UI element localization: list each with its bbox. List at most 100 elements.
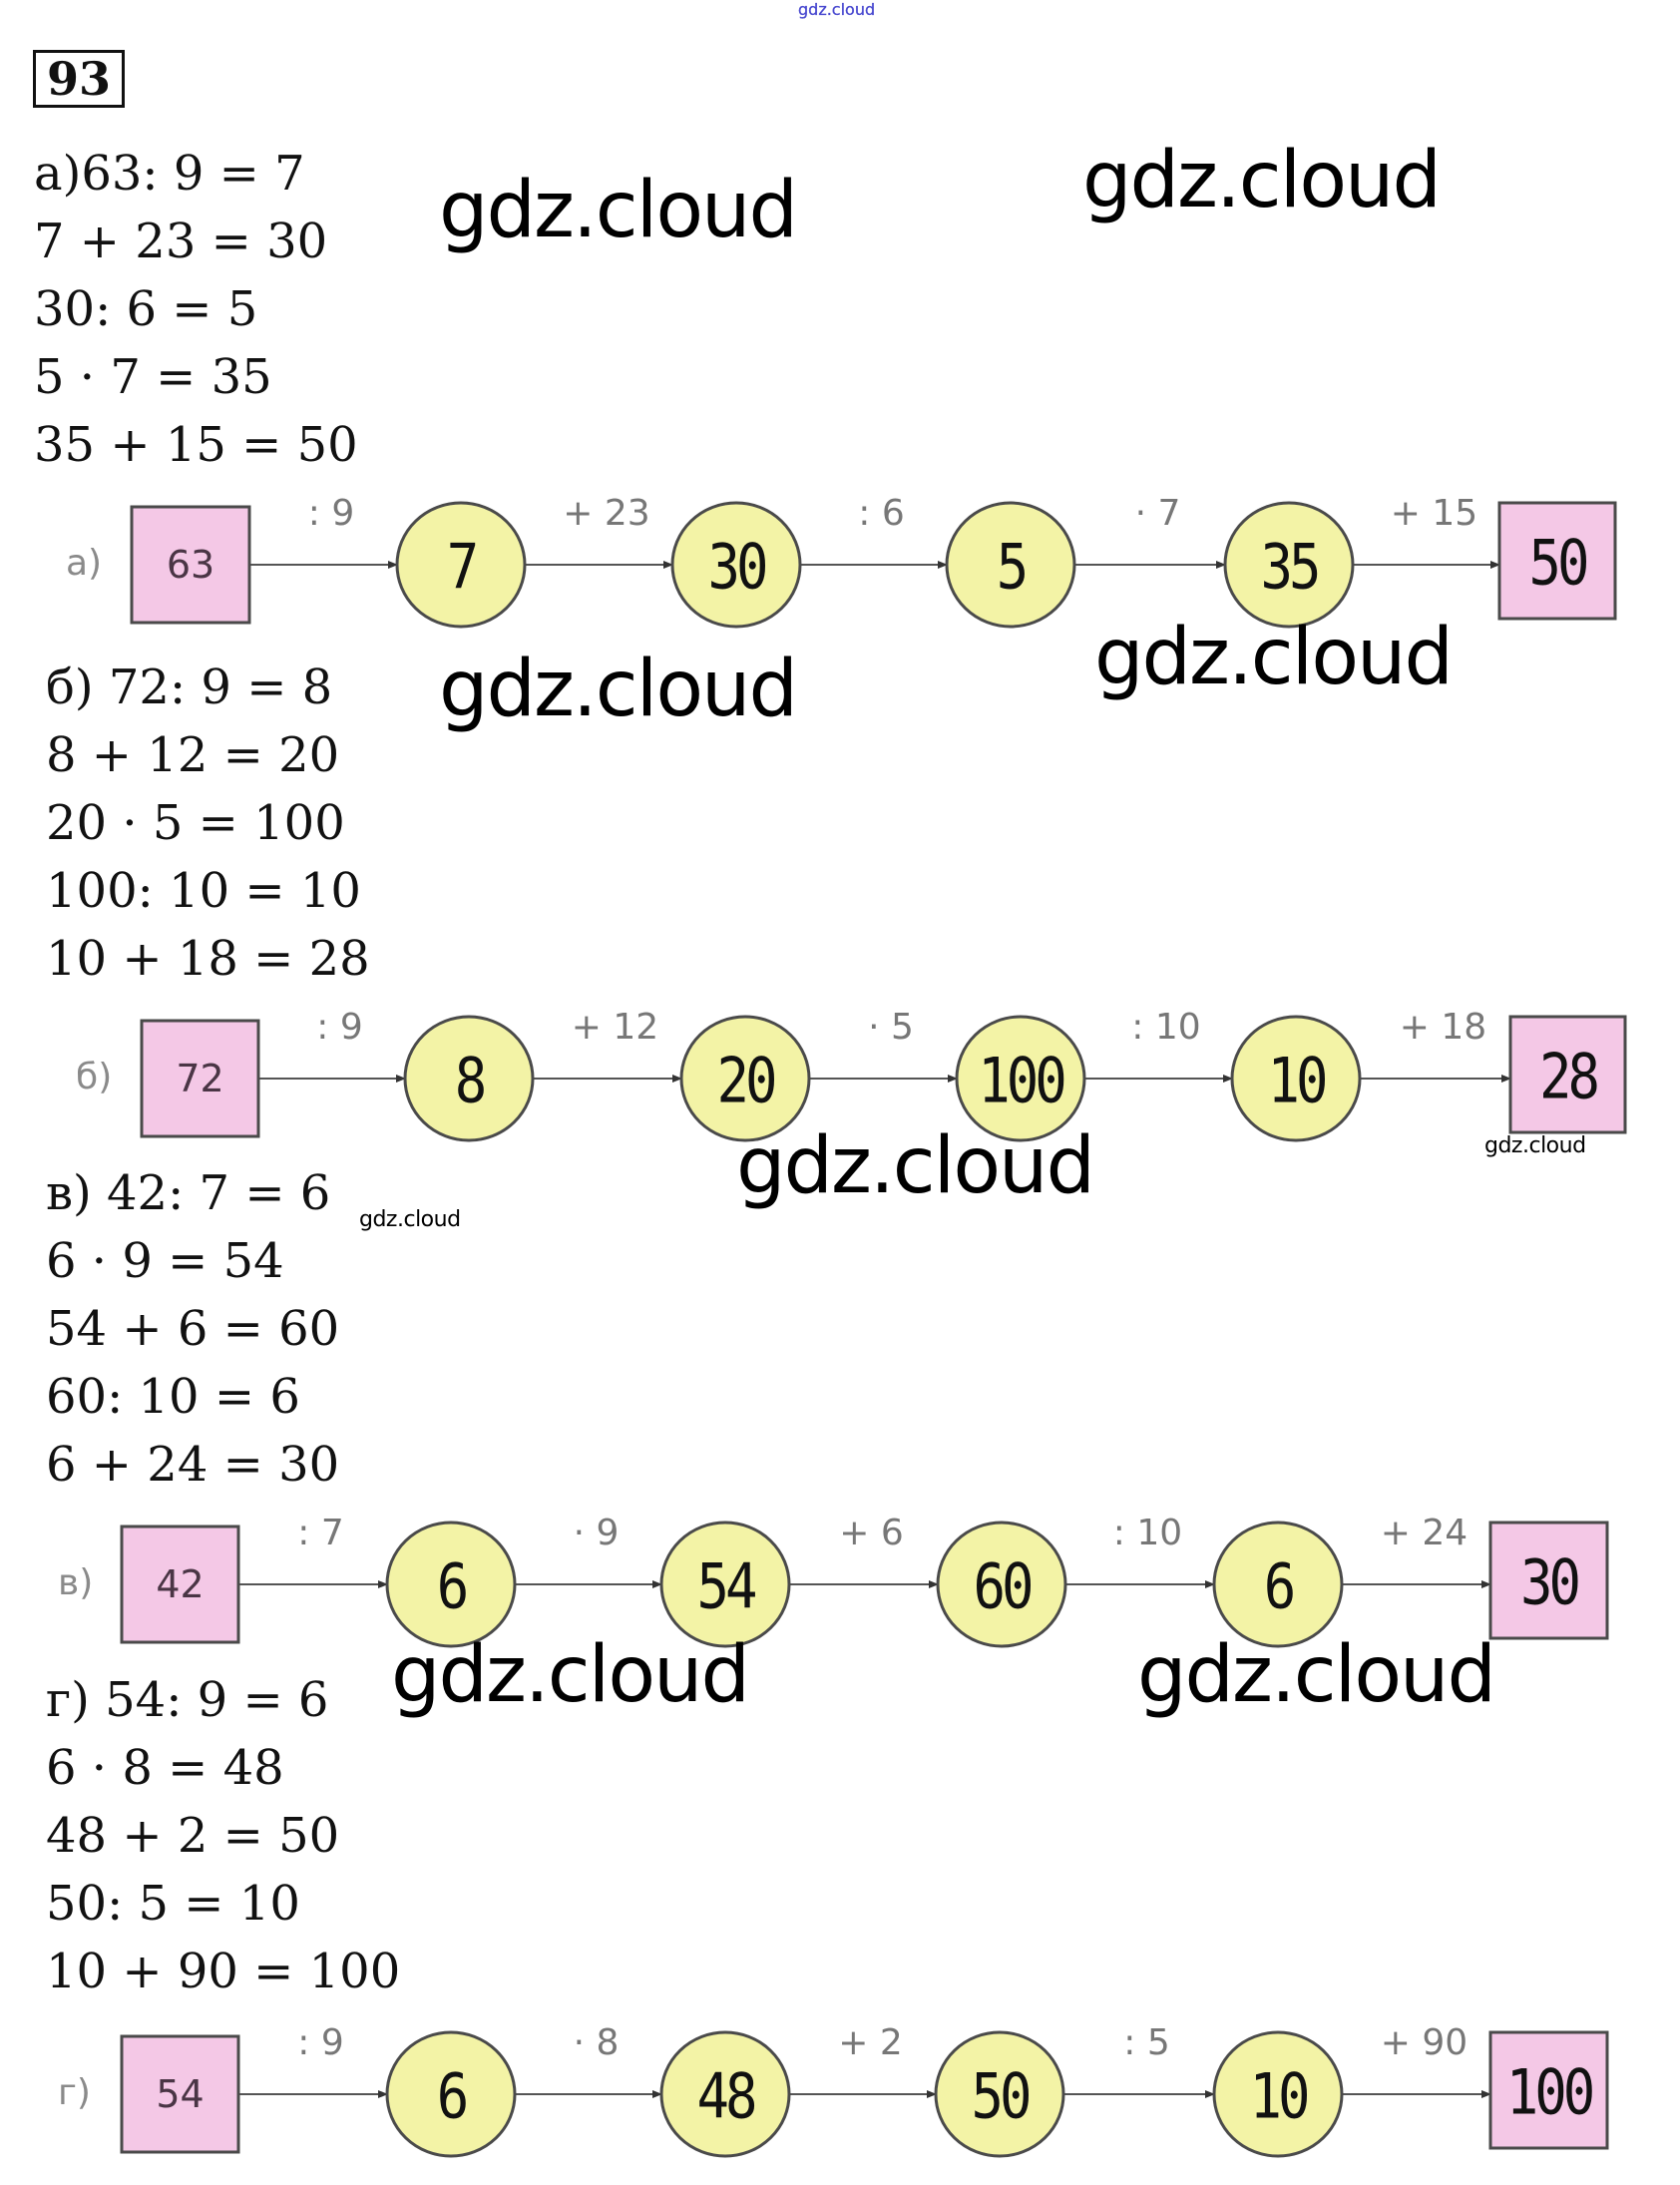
operation-label: · 5 <box>868 1007 914 1048</box>
result-box <box>1497 501 1617 621</box>
equation-line: 6 + 24 = 30 <box>46 1437 340 1493</box>
equation-line: 60: 10 = 6 <box>46 1369 300 1425</box>
intermediate-value: 60 <box>973 1549 1034 1623</box>
intermediate-value: 8 <box>454 1044 487 1117</box>
equation-line: а)63: 9 = 7 <box>34 146 305 202</box>
result-value: 100 <box>1505 2055 1596 2129</box>
diagram-graphics <box>120 2030 1609 2158</box>
watermark: gdz.cloud <box>736 1121 1095 1211</box>
operation-label: : 10 <box>1112 1513 1183 1553</box>
operation-label: + 6 <box>839 1513 904 1553</box>
intermediate-value: 5 <box>996 530 1029 604</box>
intermediate-value: 50 <box>971 2059 1032 2133</box>
result-value: 50 <box>1528 526 1589 600</box>
equation-line: 6 · 9 = 54 <box>46 1233 284 1289</box>
watermark: gdz.cloud <box>439 645 798 734</box>
equation-line: 10 + 90 = 100 <box>46 1944 401 1999</box>
operation-label: : 6 <box>858 493 905 534</box>
diagram-graphics <box>140 1015 1627 1142</box>
start-value: 42 <box>156 1562 205 1606</box>
top-watermark: gdz.cloud <box>798 0 876 19</box>
intermediate-circle <box>955 1015 1086 1142</box>
row-label: а) <box>66 543 103 584</box>
operation-label: + 24 <box>1380 1513 1469 1553</box>
intermediate-value: 20 <box>716 1044 777 1117</box>
equation-line: 8 + 12 = 20 <box>46 727 340 783</box>
intermediate-circle <box>679 1015 811 1142</box>
result-value: 28 <box>1538 1040 1600 1113</box>
intermediate-circle <box>385 2030 517 2158</box>
result-value: 30 <box>1519 1545 1581 1619</box>
equation-line: 7 + 23 = 30 <box>34 214 328 269</box>
intermediate-circle <box>659 2030 791 2158</box>
equation-line: 20 · 5 = 100 <box>46 795 345 851</box>
watermark: gdz.cloud <box>1094 613 1454 702</box>
operation-label: + 18 <box>1399 1007 1487 1048</box>
start-value: 54 <box>156 2072 205 2116</box>
equation-line: 35 + 15 = 50 <box>34 417 358 473</box>
equation-line: б) 72: 9 = 8 <box>46 659 333 715</box>
intermediate-circle <box>1230 1015 1362 1142</box>
operation-label: : 10 <box>1131 1007 1201 1048</box>
operation-label: · 7 <box>1134 493 1181 534</box>
equation-line: 100: 10 = 10 <box>46 863 361 919</box>
start-box <box>140 1019 260 1138</box>
intermediate-value: 48 <box>696 2059 757 2133</box>
equation-line: 54 + 6 = 60 <box>46 1301 340 1357</box>
equation-line: 5 · 7 = 35 <box>34 349 272 405</box>
operation-label: : 9 <box>316 1007 363 1048</box>
intermediate-circle <box>936 1521 1067 1648</box>
start-value: 63 <box>166 543 215 587</box>
equation-line: 30: 6 = 5 <box>34 281 258 337</box>
intermediate-value: 54 <box>696 1549 757 1623</box>
operation-label: · 8 <box>573 2022 620 2063</box>
intermediate-circle <box>1212 1521 1344 1648</box>
operation-label: : 7 <box>297 1513 344 1553</box>
equation-line: 50: 5 = 10 <box>46 1876 300 1932</box>
equation-line: г) 54: 9 = 6 <box>46 1672 329 1728</box>
row-label: б) <box>76 1057 113 1097</box>
intermediate-circle <box>670 501 802 629</box>
start-value: 72 <box>176 1057 224 1100</box>
watermark-small: gdz.cloud <box>1484 1133 1586 1158</box>
task-number-box: 93 <box>33 50 125 108</box>
intermediate-circle <box>395 501 527 629</box>
intermediate-circle <box>945 501 1076 629</box>
intermediate-value: 7 <box>446 530 479 604</box>
diagram-graphics <box>120 1521 1609 1648</box>
start-box <box>120 1525 240 1644</box>
intermediate-circle <box>659 1521 791 1648</box>
operation-label: : 9 <box>297 2022 344 2063</box>
intermediate-value: 35 <box>1260 530 1321 604</box>
diagram-graphics <box>130 501 1617 629</box>
intermediate-value: 100 <box>978 1044 1067 1117</box>
equation-line: в) 42: 7 = 6 <box>46 1165 331 1221</box>
equation-line: 48 + 2 = 50 <box>46 1808 340 1864</box>
watermark-small: gdz.cloud <box>359 1207 461 1232</box>
operation-label: + 90 <box>1380 2022 1469 2063</box>
intermediate-circle <box>1223 501 1355 629</box>
intermediate-value: 30 <box>707 530 768 604</box>
watermark: gdz.cloud <box>391 1630 750 1720</box>
intermediate-value: 10 <box>1267 1044 1328 1117</box>
watermark: gdz.cloud <box>1082 136 1442 225</box>
start-box <box>130 505 251 625</box>
operation-label: · 9 <box>573 1513 620 1553</box>
intermediate-value: 6 <box>436 1549 469 1623</box>
intermediate-circle <box>1212 2030 1344 2158</box>
start-box <box>120 2034 240 2154</box>
operation-label: + 2 <box>838 2022 903 2063</box>
intermediate-value: 6 <box>436 2059 469 2133</box>
intermediate-circle <box>403 1015 535 1142</box>
operation-label: : 9 <box>307 493 355 534</box>
equation-line: 6 · 8 = 48 <box>46 1740 284 1796</box>
watermark: gdz.cloud <box>1137 1630 1496 1720</box>
operation-label: + 12 <box>571 1007 659 1048</box>
operation-label: : 5 <box>1123 2022 1170 2063</box>
watermark: gdz.cloud <box>439 166 798 255</box>
intermediate-circle <box>934 2030 1065 2158</box>
row-label: г) <box>58 2072 91 2113</box>
